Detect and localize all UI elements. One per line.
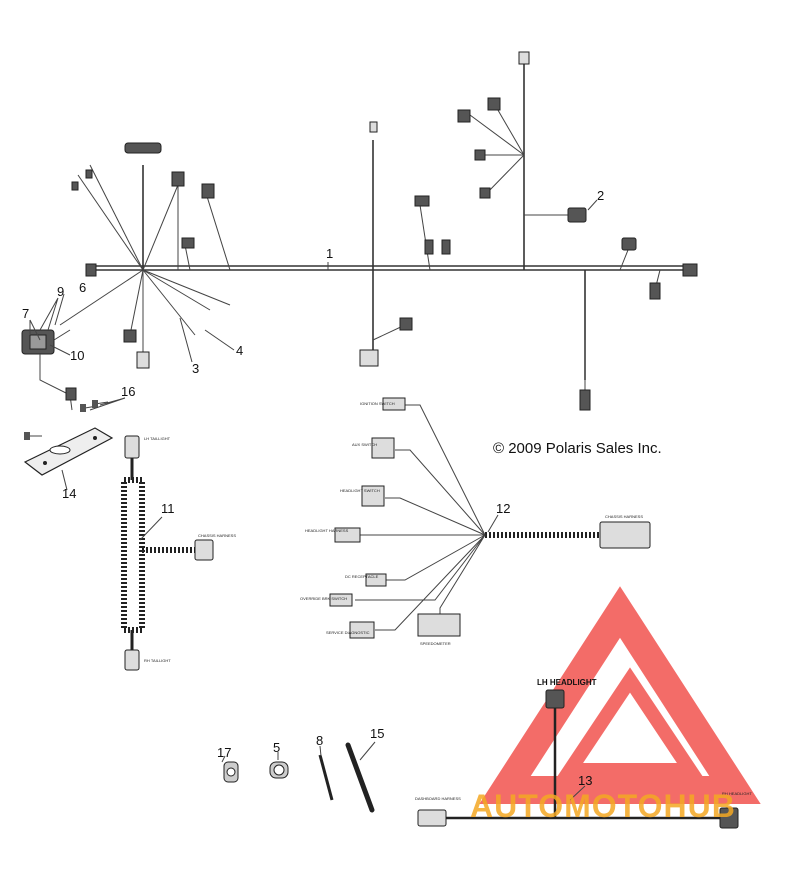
callout-12: 12 — [496, 501, 510, 516]
callout-2: 2 — [597, 188, 604, 203]
copyright-text: © 2009 Polaris Sales Inc. — [493, 440, 662, 457]
h12-speedometer-label: SPEEDOMETER — [420, 641, 451, 646]
h12-chassis-label: CHASSIS HARNESS — [605, 514, 643, 519]
h12-receptacle-label: DC RECEPTACLE — [345, 574, 379, 579]
callout-7: 7 — [22, 306, 29, 321]
callout-1: 1 — [326, 246, 333, 261]
h12-ignition-label: IGNITION SWITCH — [360, 401, 395, 406]
watermark-text: AUTOMOTOHUB — [470, 788, 736, 824]
small-parts — [223, 742, 375, 813]
callout-10: 10 — [70, 348, 84, 363]
h13-lh-label: LH HEADLIGHT — [537, 678, 597, 687]
h13-dash-label: DASHBOARD HARNESS — [415, 796, 461, 801]
fuse-box-assembly — [21, 329, 77, 411]
h13-rh-label: RH HEADLIGHT — [722, 791, 752, 796]
callout-11: 11 — [161, 501, 175, 516]
h12-headlight-switch-label: HEADLIGHT SWITCH — [340, 488, 380, 493]
callout-13: 13 — [578, 773, 592, 788]
callout-leaders — [29, 199, 598, 801]
taillight-harness — [121, 435, 214, 671]
harness11-bottom-label: RH TAILLIGHT — [144, 658, 171, 663]
bolts-16 — [24, 400, 109, 440]
callout-8: 8 — [316, 733, 323, 748]
h12-override-label: OVERRIDE BRK SWITCH — [300, 596, 347, 601]
callout-4: 4 — [236, 343, 243, 358]
h12-headlight-harness-label: HEADLIGHT HARNESS — [305, 528, 349, 533]
harness11-top-label: LH TAILLIGHT — [144, 436, 171, 441]
bracket-plate — [23, 427, 114, 476]
callout-14: 14 — [62, 486, 76, 501]
watermark-logo — [479, 586, 761, 804]
callout-9: 9 — [57, 284, 64, 299]
h12-aux-label: AUX SWITCH — [352, 442, 377, 447]
callout-6: 6 — [79, 280, 86, 295]
callout-15: 15 — [370, 726, 384, 741]
main-harness — [59, 51, 698, 411]
callout-5: 5 — [273, 740, 280, 755]
headlight-harness — [417, 689, 739, 829]
callout-3: 3 — [192, 361, 199, 376]
dash-harness — [329, 397, 651, 639]
callout-17: 17 — [217, 745, 231, 760]
callout-16: 16 — [121, 384, 135, 399]
h12-diagnostic-label: SERVICE DIAGNOSTIC — [326, 630, 370, 635]
harness11-side-label: CHASSIS HARNESS — [198, 533, 236, 538]
